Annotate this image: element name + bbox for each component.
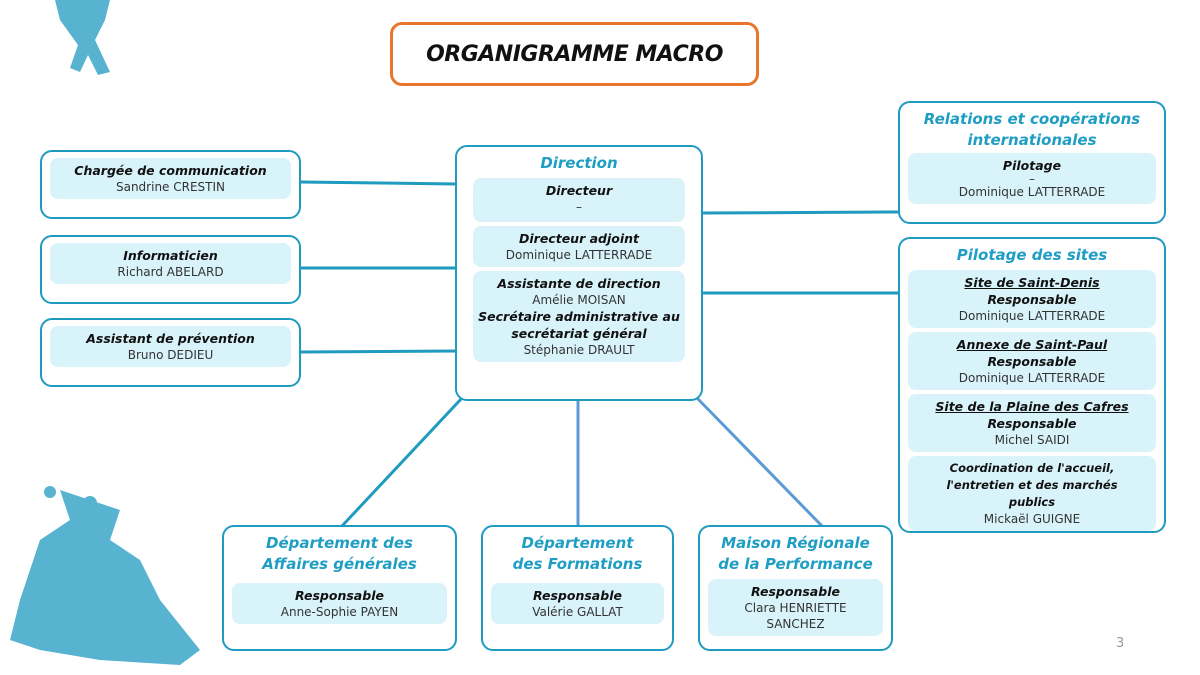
role-label: Responsable [751,584,840,599]
box-title: Direction [540,154,618,172]
site-label: Site de Saint-Denis [964,275,1100,290]
title-box: ORGANIGRAMME MACRO [390,22,759,86]
person-name: Michel SAIDI [994,433,1070,447]
role-label: Responsable [533,588,622,603]
role-label: Secrétaire administrative au secrétariat… [478,309,680,341]
site-label: Annexe de Saint-Paul [956,337,1108,352]
person-name: Stéphanie DRAULT [523,343,635,357]
person-name: Amélie MOISAN [532,293,626,307]
role-label: Assistante de direction [497,276,661,291]
relations-box: Relations et coopérations internationale… [898,101,1166,224]
box-title: Pilotage des sites [956,246,1108,264]
role-label: Chargée de communication [74,163,267,178]
role-label: Directeur [545,183,613,198]
person-name: Anne-Sophie PAYEN [280,605,399,619]
box-title: Département des Affaires générales [262,534,417,573]
person-name: Dominique LATTERRADE [958,185,1106,199]
site-label: Site de la Plaine des Cafres [935,399,1129,414]
role-label: Assistant de prévention [86,331,255,346]
page-title: ORGANIGRAMME MACRO [426,41,723,67]
role-label: Pilotage [1002,158,1062,173]
role-label: Coordination de l'accueil, l'entretien e… [946,461,1118,509]
role-label: Directeur adjoint [519,231,639,246]
person-name: Sandrine CRESTIN [115,180,226,194]
person-name: Mickaël GUIGNE [983,512,1081,526]
connector [340,396,464,528]
connector [695,396,824,528]
athlete-illustration [10,0,200,665]
person-name: Richard ABELARD [117,265,224,279]
connector [299,180,457,186]
dept-affaires-generales-box: Département des Affaires générales Respo… [222,525,457,651]
person-name: – [576,200,582,214]
page-number: 3 [1116,636,1125,651]
person-name: Bruno DEDIEU [127,348,214,362]
role-label: Responsable [987,354,1077,369]
box-title: Département des Formations [512,534,643,573]
person-name: Valérie GALLAT [532,605,623,619]
maison-performance-box: Maison Régionale de la Performance Respo… [698,525,893,651]
dash: – [1029,172,1035,186]
box-title: Relations et coopérations internationale… [923,110,1141,149]
person-name: Dominique LATTERRADE [958,371,1106,385]
person-name: Dominique LATTERRADE [958,309,1106,323]
role-label: Informaticien [123,248,218,263]
role-label: Responsable [987,292,1077,307]
connector [299,349,457,354]
role-label: Responsable [987,416,1077,431]
role-label: Responsable [295,588,384,603]
person-name: Dominique LATTERRADE [505,248,653,262]
box-title: Maison Régionale de la Performance [718,534,873,573]
connector [701,210,899,215]
person-name: Clara HENRIETTE SANCHEZ [744,601,847,631]
